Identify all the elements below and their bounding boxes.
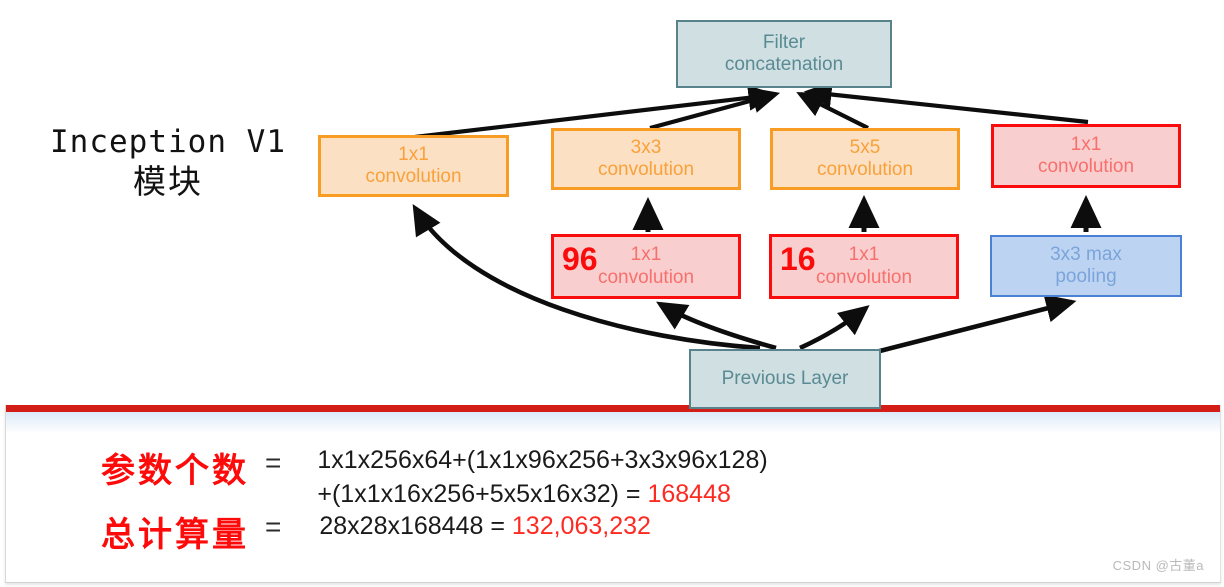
node-line-1: 1x1 <box>1070 133 1102 155</box>
watermark: CSDN @古董a <box>1112 558 1204 573</box>
node-1x1-reduce-96[interactable]: 96 1x1 convolution <box>551 234 741 299</box>
node-badge-16: 16 <box>780 241 816 277</box>
node-1x1-convolution-left[interactable]: 1x1 convolution <box>318 135 509 197</box>
equation-result: 132,063,232 <box>511 512 651 540</box>
equation-line-2-prefix: +(1x1x16x256+5x5x16x32) = <box>317 480 648 508</box>
node-5x5-convolution[interactable]: 5x5 convolution <box>770 128 960 190</box>
node-line-2: convolution <box>365 166 462 187</box>
node-line-2: convolution <box>816 159 914 180</box>
panel-gradient <box>6 412 1220 434</box>
title-sub: 模块 <box>133 161 203 201</box>
node-line-1: 1x1 <box>398 143 429 165</box>
equation-label: 参数个数 <box>101 451 249 491</box>
node-line-1: 1x1 <box>630 244 662 266</box>
node-line-1: 1x1 <box>848 244 880 266</box>
node-line-1: 3x3 <box>630 136 662 158</box>
formula-panel: 参数个数 = 1x1x256x64+(1x1x96x256+3x3x96x128… <box>5 405 1221 583</box>
equation-equals-sign: = <box>265 511 282 542</box>
node-line-2: convolution <box>597 159 695 180</box>
equation-line-1: 1x1x256x64+(1x1x96x256+3x3x96x128) <box>317 446 768 474</box>
title-main: Inception V1 <box>50 124 286 160</box>
node-line-1: 3x3 max <box>1050 243 1122 265</box>
node-line-2: pooling <box>1055 266 1117 287</box>
node-1x1-convolution-right[interactable]: 1x1 convolution <box>991 124 1181 188</box>
equation-expression: 1x1x256x64+(1x1x96x256+3x3x96x128) +(1x1… <box>317 443 767 511</box>
node-line-2: convolution <box>1037 156 1135 177</box>
equation-expression: 28x28x168448 = 132,063,232 <box>319 509 651 543</box>
node-1x1-reduce-16[interactable]: 16 1x1 convolution <box>769 234 959 299</box>
equation-equals-sign: = <box>265 447 282 478</box>
node-line-1: Filter <box>762 31 806 53</box>
node-line-1: Previous Layer <box>721 367 849 389</box>
node-line-1: 5x5 <box>849 136 881 158</box>
node-line-2: convolution <box>815 266 913 288</box>
node-line-2: convolution <box>597 266 695 288</box>
panel-top-rule <box>6 405 1220 412</box>
equation-row-computation: 总计算量 = 28x28x168448 = 132,063,232 <box>101 507 651 556</box>
node-3x3-convolution[interactable]: 3x3 convolution <box>551 128 741 190</box>
diagram-arrows <box>412 81 1102 355</box>
equation-result: 168448 <box>647 480 731 508</box>
node-badge-96: 96 <box>562 241 598 277</box>
equation-row-parameters: 参数个数 = 1x1x256x64+(1x1x96x256+3x3x96x128… <box>101 443 768 511</box>
node-line-2: concatenation <box>724 54 844 75</box>
equation-label: 总计算量 <box>101 515 249 555</box>
node-filter-concatenation[interactable]: Filter concatenation <box>676 20 892 88</box>
page-title: Inception V1 模块 <box>28 124 308 202</box>
inception-module-diagram: Inception V1 模块 Filter concatenation 1x1… <box>28 20 1182 409</box>
equation-line-2-prefix: 28x28x168448 = <box>319 512 512 540</box>
node-previous-layer[interactable]: Previous Layer <box>689 349 881 409</box>
node-3x3-max-pooling[interactable]: 3x3 max pooling <box>990 235 1182 297</box>
